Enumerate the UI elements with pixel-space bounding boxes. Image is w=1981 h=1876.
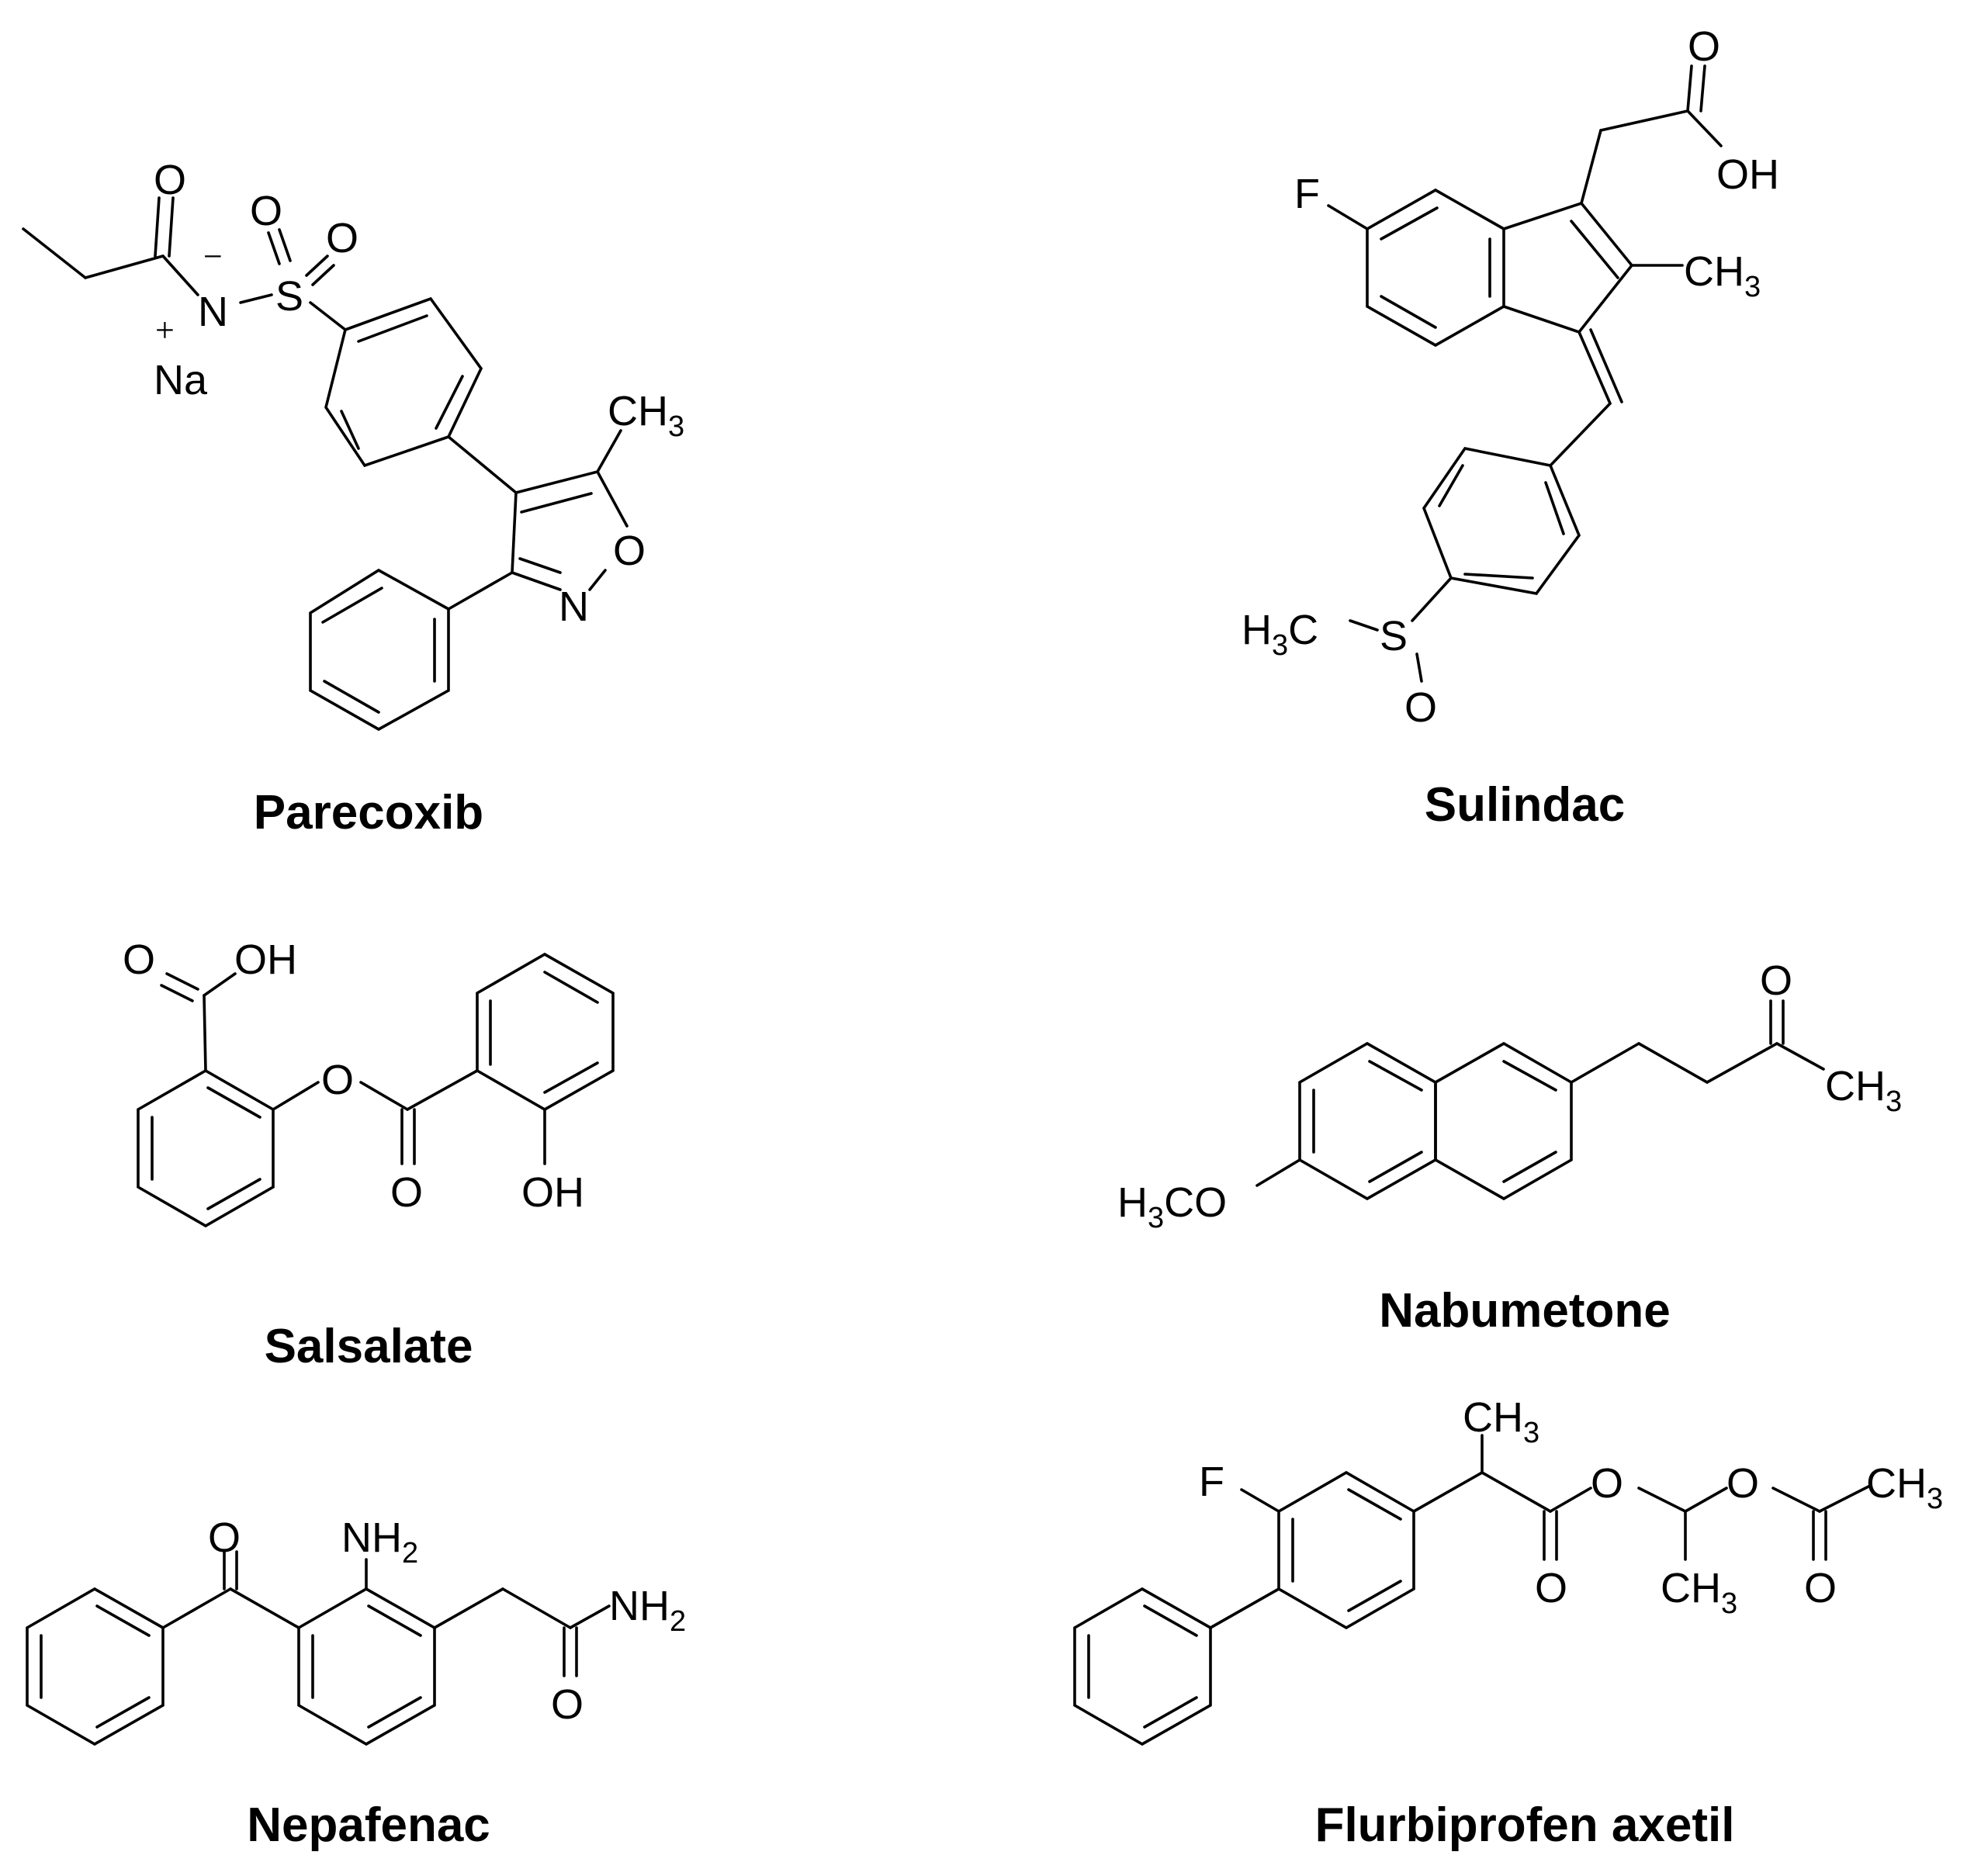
atom-label-oh: OH [234,936,297,983]
parecoxib-atom-labels: O O O − N S + Na CH3 O N [154,157,684,630]
parecoxib-structure [22,196,629,732]
nepafenac-atom-labels: O NH2 NH2 O [208,1514,686,1728]
atom-label-f: F [1199,1459,1224,1505]
atom-label-o: O [551,1681,584,1728]
atom-label-nh2: NH2 [609,1583,686,1638]
atom-label-o: O [208,1514,241,1561]
molecule-name-salsalate: Salsalate [265,1320,473,1373]
atom-label-o: O [1726,1460,1759,1507]
flurbiprofen-axetil-atom-labels: F CH3 O O O CH3 O CH3 [1199,1394,1943,1620]
nabumetone-atom-labels: O CH3 H3CO [1117,957,1902,1234]
flurbiprofen-axetil-structure [1073,1434,1872,1746]
atom-label-o: O [1535,1565,1567,1611]
atom-label-o: O [1804,1565,1837,1611]
sulindac-structure [1327,64,1723,683]
atom-label-ch3: CH3 [1866,1460,1943,1515]
atom-label-ch3: CH3 [608,388,684,443]
atom-label-o: O [326,215,358,261]
charge-plus: + [155,311,175,349]
salsalate-structure [137,952,615,1228]
atom-label-o: O [1760,957,1792,1004]
atom-label-o: O [123,936,155,983]
molecule-name-flurbiprofen-axetil: Flurbiprofen axetil [1315,1798,1735,1852]
atom-label-ch3: CH3 [1661,1565,1737,1620]
atom-label-o: O [390,1169,423,1216]
atom-label-o: O [154,157,186,203]
nabumetone-structure [1255,999,1825,1201]
atom-label-s: S [275,273,303,320]
molecule-name-parecoxib: Parecoxib [254,786,483,839]
atom-label-o: O [321,1057,354,1103]
molecule-name-nepafenac: Nepafenac [247,1798,490,1852]
atom-label-nh2: NH2 [341,1514,418,1570]
charge-minus: − [203,237,223,275]
salsalate-atom-labels: O OH O O OH [123,936,584,1216]
atom-label-ch3: CH3 [1463,1394,1539,1449]
molecule-name-nabumetone: Nabumetone [1379,1284,1670,1338]
atom-label-s: S [1380,613,1408,659]
atom-label-o: O [1404,684,1437,731]
sulindac-atom-labels: O OH F CH3 H3C S O [1242,23,1779,731]
atom-label-o: O [1591,1460,1623,1507]
atom-label-o: O [613,528,646,574]
atom-label-h3co: H3CO [1117,1179,1227,1234]
atom-label-oh: OH [521,1169,584,1216]
atom-label-f: F [1294,171,1320,217]
nepafenac-structure [26,1550,611,1746]
atom-label-oh: OH [1716,151,1779,198]
molecule-name-sulindac: Sulindac [1425,778,1625,832]
atom-label-n: N [559,583,589,630]
atom-label-o: O [250,188,282,234]
atom-label-o: O [1688,23,1720,70]
atom-label-na: Na [154,357,208,403]
atom-label-h3c: H3C [1242,607,1318,662]
atom-label-ch3: CH3 [1825,1063,1902,1118]
atom-label-ch3: CH3 [1684,248,1761,303]
atom-label-n: N [198,289,228,335]
